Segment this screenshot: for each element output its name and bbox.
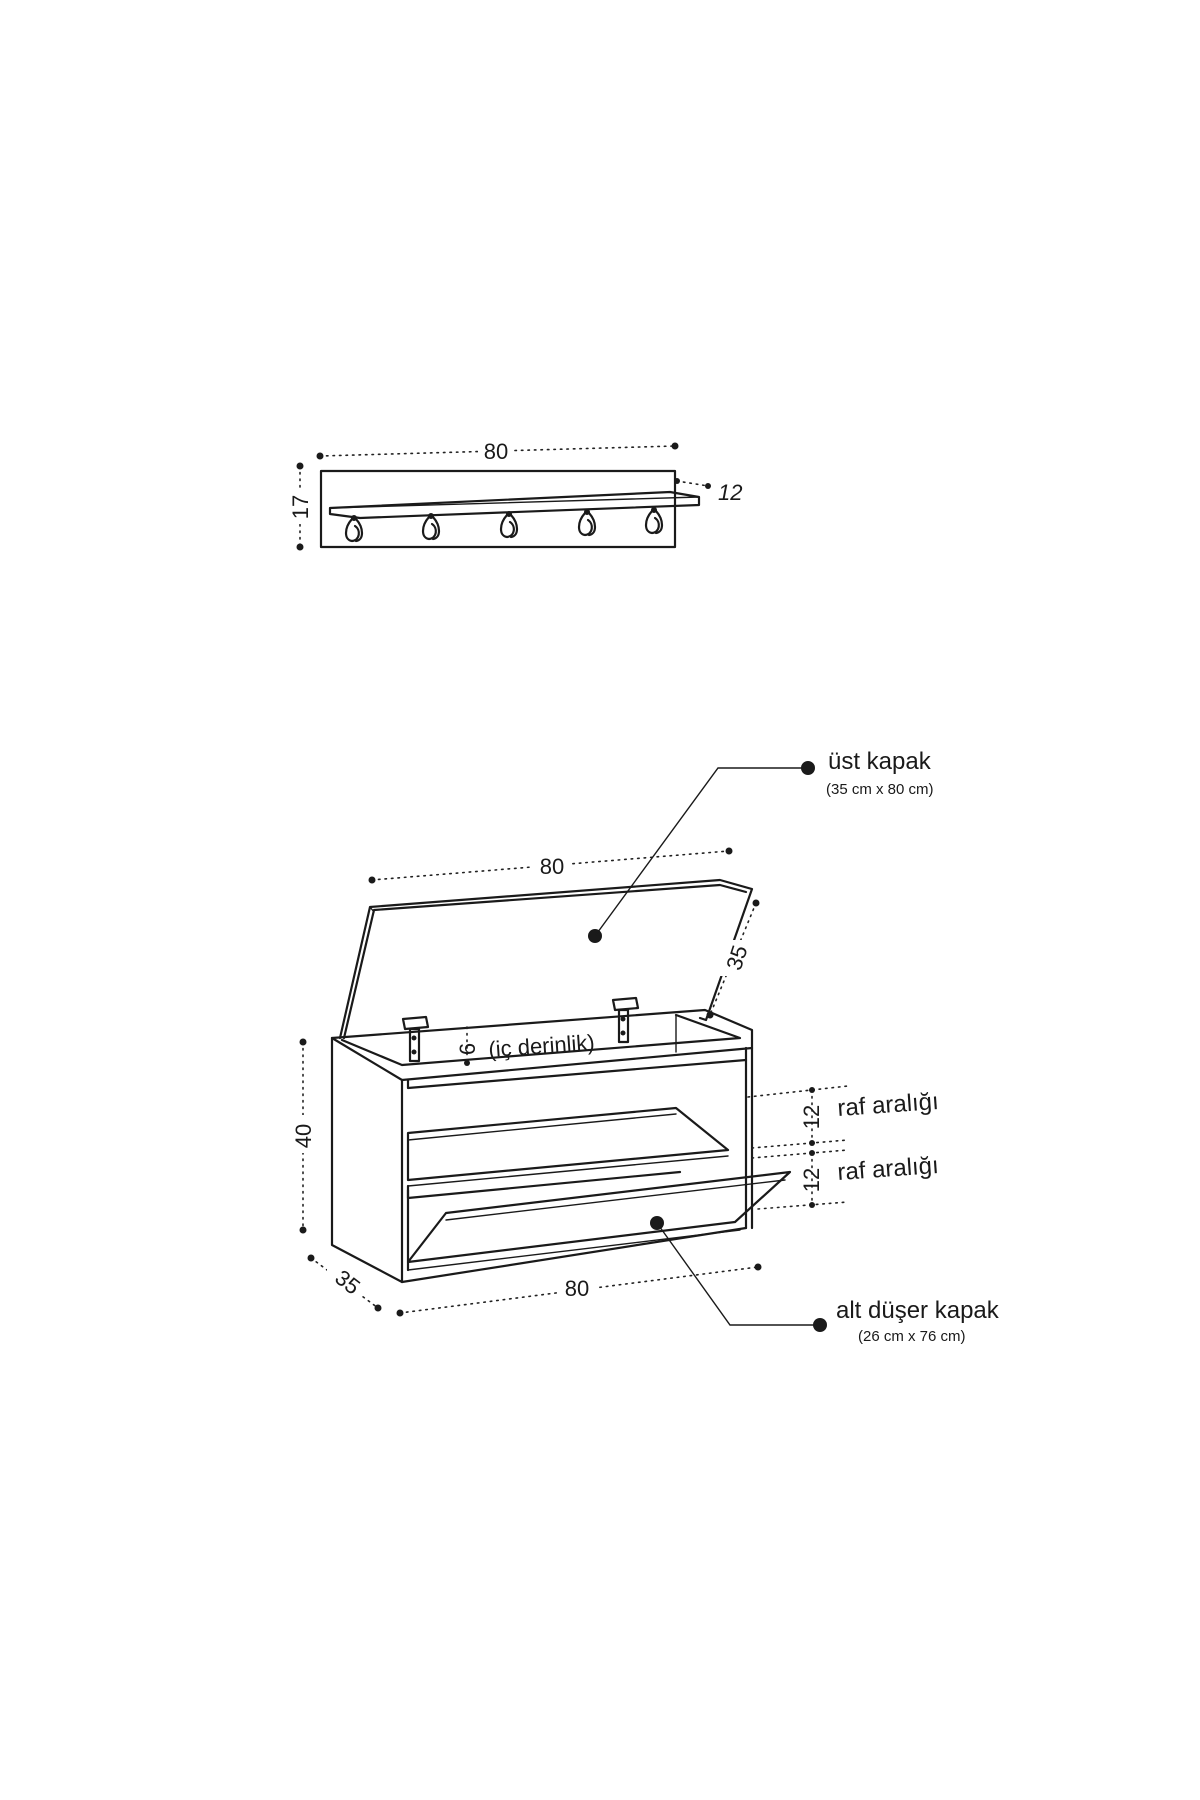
lid-width-dimension-line [371,850,730,881]
hook-icon [421,513,441,541]
shelf-gap-2-value: 12 [799,1168,824,1192]
storage-opening [340,1013,742,1067]
shelf-gap-2-dimension-line [751,1149,849,1159]
top-lid [338,878,754,1040]
shelf-gap-1-value: 12 [799,1105,824,1129]
shelf-gap-1-label: raf aralığı [837,1088,940,1122]
shelf-depth-label: 12 [718,480,742,505]
hook-icon [499,511,519,539]
top-lid-callout-title: üst kapak [828,748,932,775]
bench-front-frame [330,1008,754,1230]
drop-down-door [406,1170,792,1264]
shelf-board [328,490,701,520]
drop-door-callout-title: alt düşer kapak [836,1297,1000,1324]
shelf-gap-2-label: raf aralığı [837,1152,940,1186]
bench-height-label: 40 [291,1124,316,1148]
inner-depth-label: (iç derinlik) [488,1030,596,1062]
shelf-width-label: 80 [484,439,508,464]
bench-left-side [330,1036,404,1284]
shelf-board-front-edge [329,496,700,509]
hook-icon [644,507,664,535]
wall-shelf-drawing: 80 17 12 [287,438,742,551]
middle-shelf [406,1106,730,1182]
top-lid-callout-leader [594,767,809,937]
shelf-depth-dimension-line [676,480,709,487]
hook-icon [577,509,597,537]
lid-width-label: 80 [540,854,564,879]
drop-door-callout-leader [656,1222,821,1326]
shelf-height-label: 17 [288,495,313,519]
top-lid-callout-size: (35 cm x 80 cm) [826,781,934,798]
hinge-icon [611,996,640,1044]
bottom-width-label: 80 [565,1276,589,1301]
inner-depth-value: 6 [455,1043,480,1055]
shoe-bench-drawing: 80 35 40 35 80 6 (iç derinlik) [289,748,1000,1345]
hook-icon [344,515,364,543]
drop-door-callout-size: (26 cm x 76 cm) [858,1328,966,1345]
shelf-back-panel [319,469,677,549]
hinge-icon [401,1015,430,1063]
bottom-width-dimension-line [399,1266,759,1314]
shelf-gap-1-dimension-line [747,1085,849,1098]
bottom-depth-dimension-line [310,1257,379,1309]
